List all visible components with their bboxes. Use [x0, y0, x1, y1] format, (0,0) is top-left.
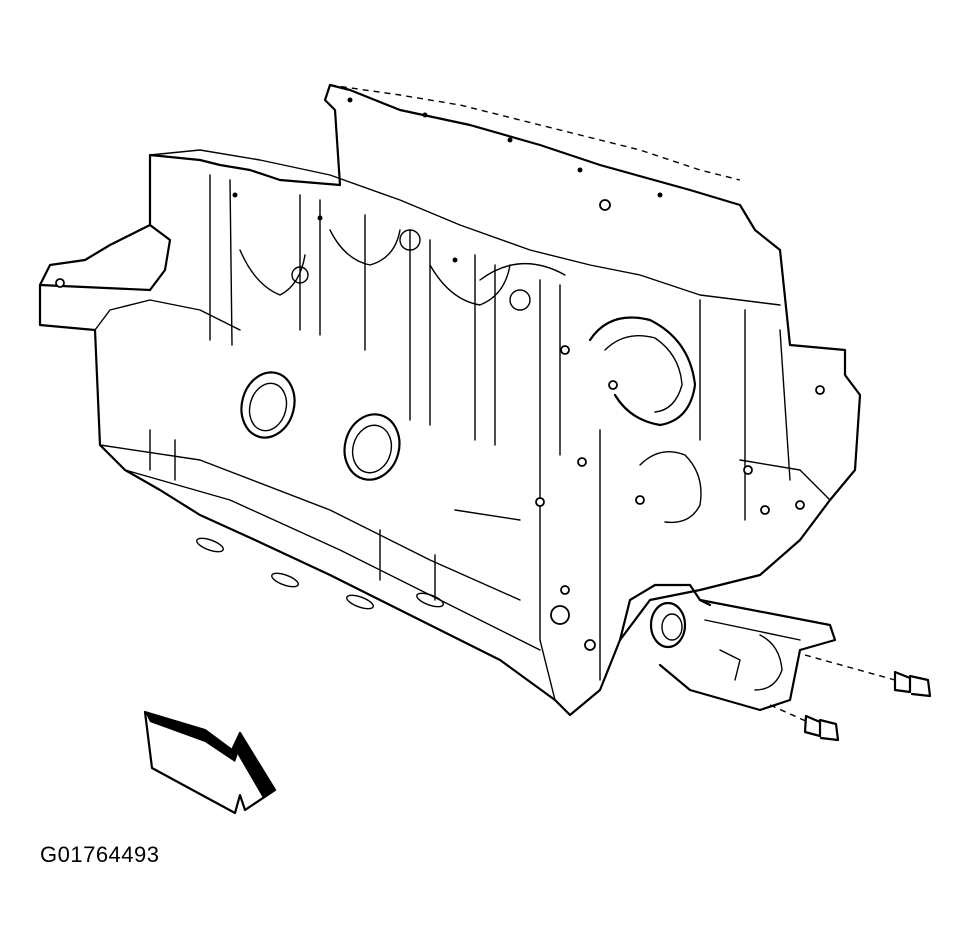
cap-bolt [769, 704, 840, 742]
cap-bolt [804, 654, 932, 698]
figure-reference-code: G01764493 [40, 842, 160, 867]
direction-arrow-icon [143, 710, 277, 815]
rear-main-bearing-cap [618, 583, 837, 712]
engine-block-illustration [38, 83, 862, 717]
